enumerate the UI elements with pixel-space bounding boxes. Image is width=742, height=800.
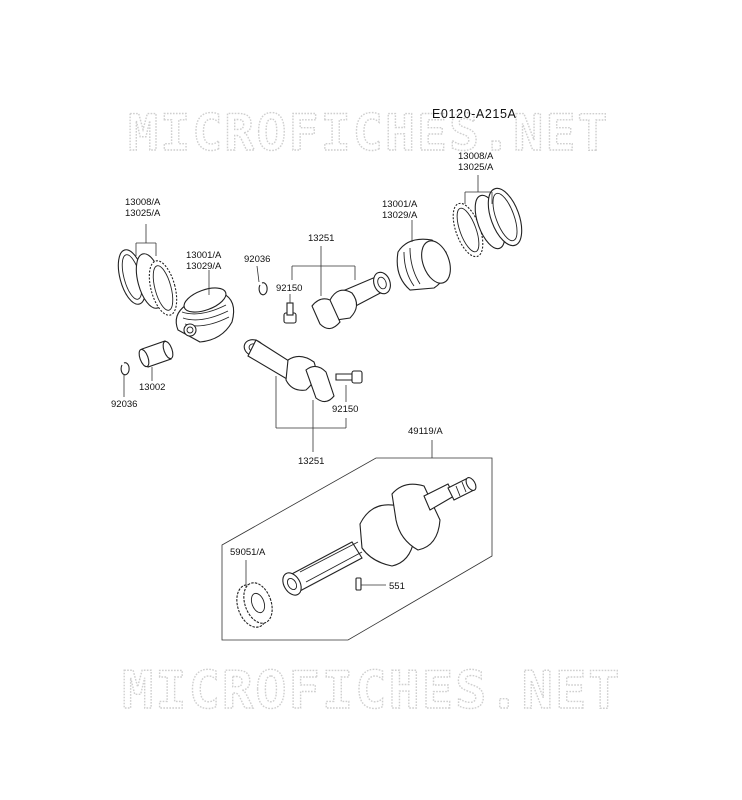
bolt-lower[interactable] [335,370,363,384]
crankshaft-gear[interactable] [231,579,277,632]
label-piston-left-2: 13029/A [186,261,222,272]
label-piston-right-2: 13029/A [382,210,418,221]
label-circlip-bottom: 92036 [111,399,137,410]
circlip-bottom[interactable] [120,362,130,376]
leader-rod-lower [275,376,347,452]
label-rings-right-2: 13025/A [458,162,494,173]
label-key: 551 [389,581,405,592]
leader-rod-upper [291,246,356,296]
label-gear: 59051/A [230,547,266,558]
connecting-rod-lower[interactable] [242,337,335,403]
piston-left[interactable] [175,283,235,343]
connecting-rod-upper[interactable] [311,270,393,330]
label-piston-pin: 13002 [139,382,165,393]
label-piston-left-1: 13001/A [186,250,222,261]
watermark-bottom: MICROFICHES.NET [122,661,622,721]
label-rings-left-1: 13008/A [125,197,161,208]
label-crankshaft: 49119/A [408,426,443,437]
label-bolt-lower: 92150 [332,404,358,415]
crankshaft[interactable] [279,476,478,598]
label-rod-lower: 13251 [298,456,324,467]
bolt-upper[interactable] [283,302,297,324]
piston-right[interactable] [396,237,456,291]
piston-rings-right[interactable] [447,184,528,260]
diagram-code: E0120-A215A [432,107,517,121]
crankshaft-group-outline [221,457,493,641]
leader-circlip-top [256,265,260,283]
piston-rings-left[interactable] [113,247,182,318]
watermark-top: MICROFICHES.NET [128,104,610,162]
label-rod-upper: 13251 [308,233,334,244]
leader-rings-left [135,224,157,256]
label-piston-right-1: 13001/A [382,199,418,210]
label-bolt-upper: 92150 [276,283,302,294]
woodruff-key[interactable] [355,577,362,591]
label-circlip-top: 92036 [244,254,270,265]
label-rings-left-2: 13025/A [125,208,161,219]
piston-pin[interactable] [137,340,175,368]
circlip-top[interactable] [258,282,268,296]
leader-rings-right [464,175,493,204]
label-rings-right-1: 13008/A [458,151,494,162]
